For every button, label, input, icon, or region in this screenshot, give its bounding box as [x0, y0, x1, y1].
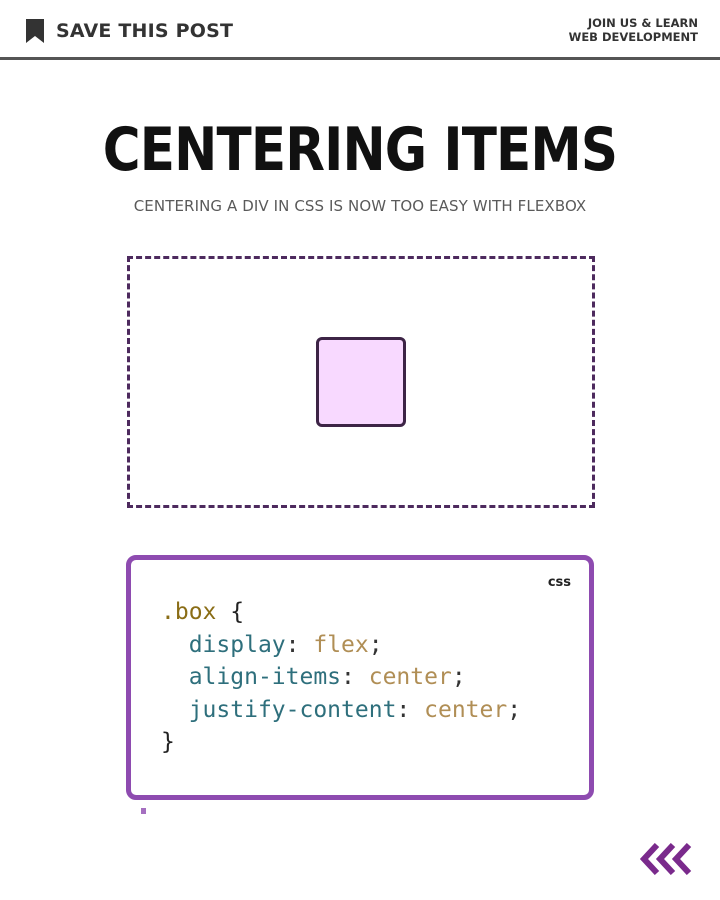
code-block: .box { display: flex; align-items: cente…: [161, 599, 522, 755]
code-property-display: display: [188, 631, 286, 658]
save-post-button[interactable]: SAVE THIS POST: [24, 18, 233, 44]
code-value-align-center: center: [368, 664, 452, 690]
join-us-text: JOIN US & LEARN WEB DEVELOPMENT: [569, 16, 698, 44]
code-card-tail: [141, 808, 146, 814]
code-card: css .box { display: flex; align-items: c…: [126, 555, 594, 800]
centered-box: [316, 337, 406, 427]
join-line-2: WEB DEVELOPMENT: [568, 30, 698, 44]
page-subtitle: CENTERING A DIV IN CSS IS NOW TOO EASY W…: [133, 197, 587, 215]
flex-container-inner: [130, 259, 592, 505]
join-line-1: JOIN US & LEARN: [587, 16, 698, 30]
code-close-brace: }: [161, 729, 175, 755]
code-selector: .box: [161, 599, 217, 625]
top-bar: SAVE THIS POST JOIN US & LEARN WEB DEVEL…: [0, 0, 720, 60]
page-title: CENTERING ITEMS: [102, 115, 618, 185]
save-post-label: SAVE THIS POST: [56, 20, 234, 42]
chevrons-left-icon[interactable]: [640, 843, 700, 875]
code-language-label: css: [547, 575, 571, 590]
code-open-brace: {: [216, 599, 245, 625]
code-value-justify-center: center: [424, 696, 508, 723]
code-property-align-items: align-items: [188, 664, 342, 690]
code-value-flex: flex: [313, 631, 369, 658]
code-property-justify-content: justify-content: [188, 696, 397, 723]
flex-container-illustration: [127, 256, 595, 508]
bookmark-icon: [26, 19, 44, 43]
